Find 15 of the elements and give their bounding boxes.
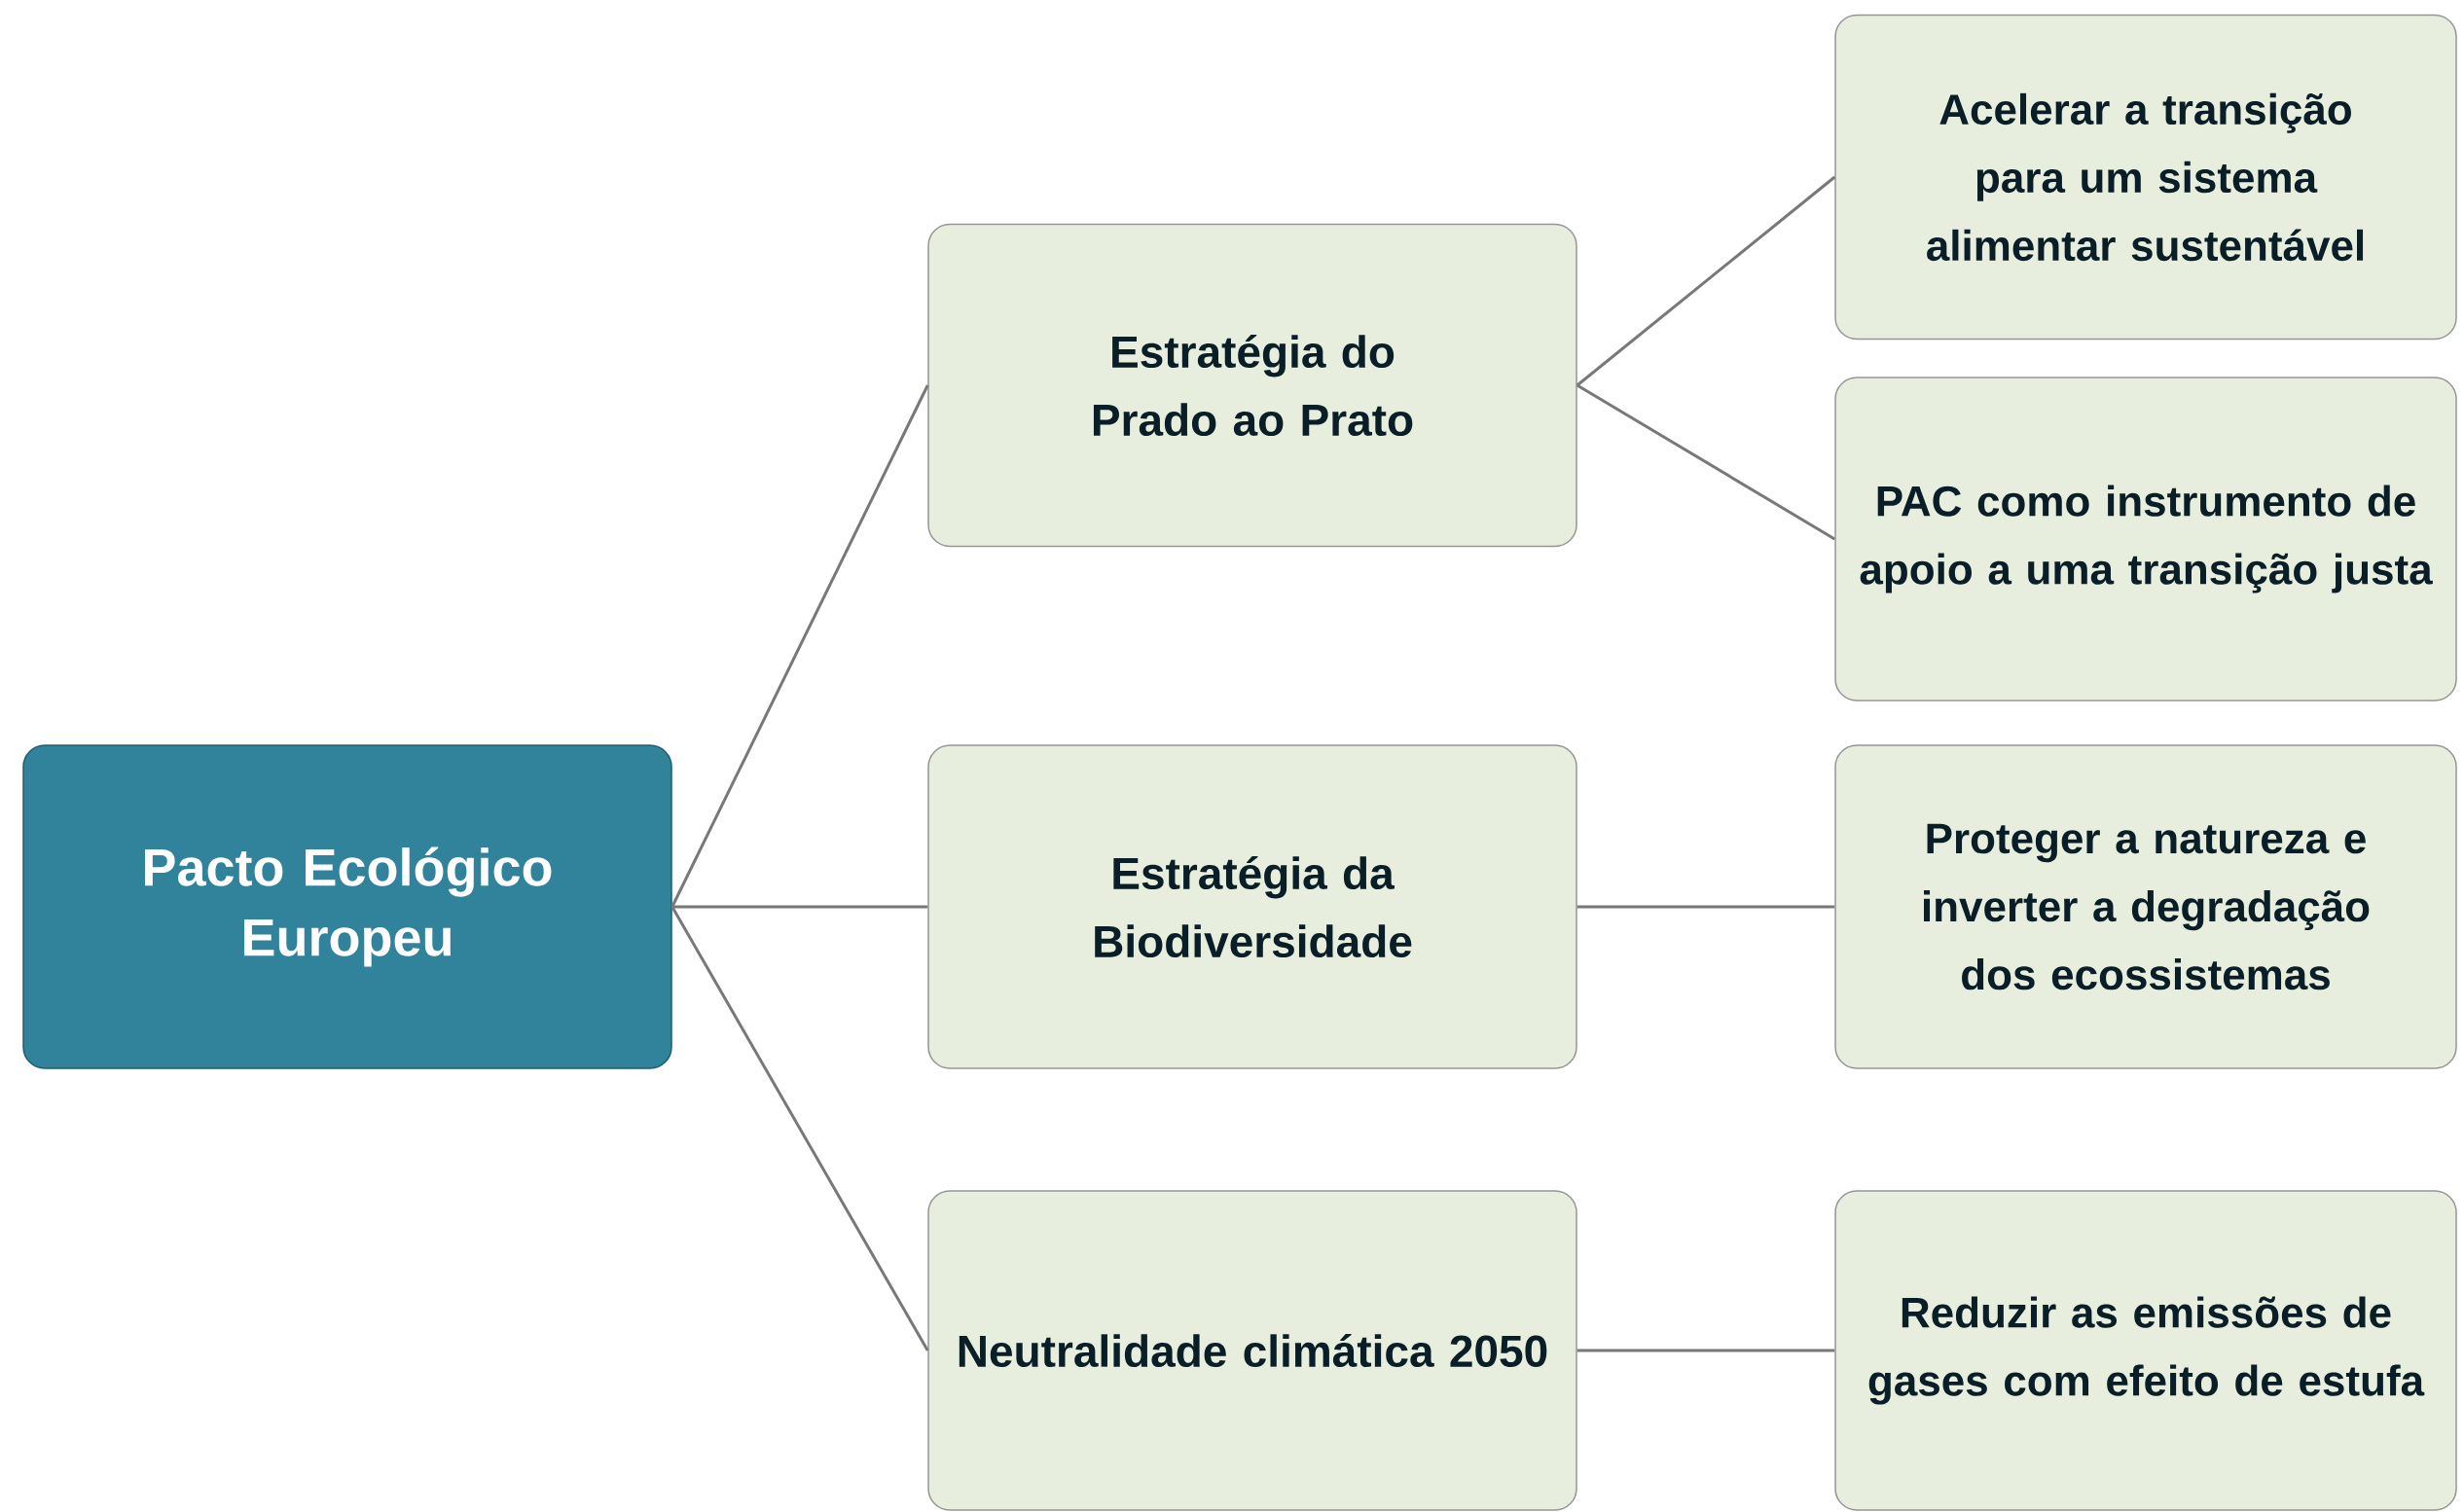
strategy-box: Estratégia do Prado ao Prato	[927, 223, 1577, 548]
connector-line	[1576, 905, 1835, 909]
connector-line	[670, 906, 929, 1351]
connector-line	[671, 905, 928, 909]
connector-line	[1576, 1349, 1835, 1352]
goal-box: Acelerar a transição para um sistema alimentar sustentável	[1834, 14, 2457, 341]
goal-box: Proteger a natureza e inverter a degradação dos ecossistemas	[1834, 744, 2457, 1069]
connector-line	[1576, 175, 1836, 387]
strategy-box: Estratégia da Biodiversidade	[927, 744, 1577, 1069]
connector-line	[670, 384, 929, 908]
goal-box: PAC como instrumento de apoio a uma transição justa	[1834, 377, 2457, 702]
root-box: Pacto Ecológico Europeu	[22, 744, 672, 1069]
connector-line	[1576, 383, 1836, 541]
goal-box: Reduzir as emissões de gases com efeito de estufa	[1834, 1190, 2457, 1511]
strategy-box: Neutralidade climática 2050	[927, 1190, 1577, 1511]
